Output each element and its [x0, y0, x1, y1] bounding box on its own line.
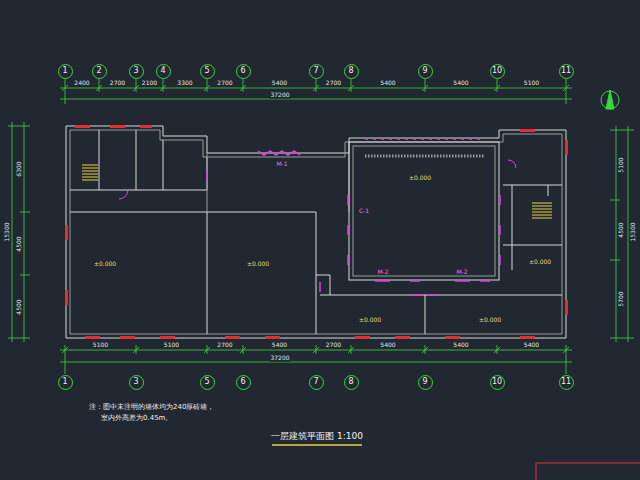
- axis-number: 4: [160, 67, 165, 75]
- dimension: 5400: [271, 80, 288, 87]
- axis-bubble: 3: [129, 375, 144, 390]
- floor-elevation: ±0.000: [358, 317, 382, 324]
- axis-bubble: 11: [559, 375, 574, 390]
- door-code: M-2: [376, 269, 389, 276]
- axis-bubble: 7: [309, 375, 324, 390]
- dimension: 5400: [379, 80, 396, 87]
- dimension-lines: [8, 79, 634, 374]
- dimension: 3300: [176, 80, 193, 87]
- axis-number: 1: [62, 67, 67, 75]
- note-line: 注：图中未注明的墙体均为240厚砖墙，: [88, 404, 215, 412]
- axis-number: 9: [422, 378, 427, 386]
- dimension: 4500: [618, 221, 625, 238]
- stairs: [82, 165, 552, 218]
- axis-number: 6: [240, 67, 245, 75]
- north-arrow: [601, 90, 619, 109]
- dimension: 4500: [16, 298, 23, 315]
- dimension: 4500: [16, 235, 23, 252]
- dimension: 2700: [216, 80, 233, 87]
- axis-bubble: 9: [418, 64, 433, 79]
- dimension: 5100: [92, 342, 109, 349]
- axis-number: 11: [561, 67, 571, 75]
- axis-number: 6: [240, 378, 245, 386]
- axis-bubble: 10: [490, 64, 505, 79]
- walls: [66, 126, 566, 338]
- dimension: 5100: [163, 342, 180, 349]
- axis-number: 8: [348, 67, 353, 75]
- axis-number: 7: [313, 378, 318, 386]
- axis-bubble: 1: [58, 64, 73, 79]
- doors: [119, 139, 516, 295]
- axis-bubble: 4: [156, 64, 171, 79]
- axis-number: 3: [133, 67, 138, 75]
- axis-bubble: 5: [200, 64, 215, 79]
- dimension: 5700: [618, 290, 625, 307]
- dimension: 5400: [271, 342, 288, 349]
- dimension: 2700: [216, 342, 233, 349]
- axis-number: 8: [348, 378, 353, 386]
- axis-number: 10: [492, 67, 502, 75]
- floor-elevation: ±0.000: [478, 317, 502, 324]
- axis-number: 9: [422, 67, 427, 75]
- axis-number: 2: [96, 67, 101, 75]
- axis-bubble: 10: [490, 375, 505, 390]
- dimension: 5100: [523, 80, 540, 87]
- axis-number: 11: [561, 378, 571, 386]
- axis-number: 1: [62, 378, 67, 386]
- dimension: 5400: [452, 80, 469, 87]
- axis-bubble: 11: [559, 64, 574, 79]
- hall-seating-row: [365, 155, 485, 158]
- dimension: 5400: [523, 342, 540, 349]
- dimension: 2400: [73, 80, 90, 87]
- dimension: 15300: [630, 221, 637, 242]
- axis-number: 5: [204, 67, 209, 75]
- dimension: 6300: [16, 160, 23, 177]
- dimension: 2700: [325, 80, 342, 87]
- axis-number: 7: [313, 67, 318, 75]
- axis-bubble: 6: [236, 375, 251, 390]
- axis-number: 3: [133, 378, 138, 386]
- axis-bubble: 9: [418, 375, 433, 390]
- axis-bubble: 8: [344, 64, 359, 79]
- axis-bubble: 2: [92, 64, 107, 79]
- drawing-title: 一层建筑平面图 1:100: [271, 432, 363, 442]
- door-code: M-1: [275, 161, 288, 168]
- floor-elevation: ±0.000: [246, 261, 270, 268]
- axis-bubble: 7: [309, 64, 324, 79]
- axis-number: 5: [204, 378, 209, 386]
- dimension: 2700: [325, 342, 342, 349]
- title-block: [536, 463, 640, 480]
- dimension: 37200: [269, 92, 290, 99]
- dimension: 5400: [452, 342, 469, 349]
- axis-bubble: 3: [129, 64, 144, 79]
- dimension: 15300: [4, 221, 11, 242]
- window-code: C-1: [358, 208, 370, 215]
- dimension: 2700: [109, 80, 126, 87]
- dimension: 2100: [141, 80, 158, 87]
- dimension: 5400: [379, 342, 396, 349]
- axis-bubble: 8: [344, 375, 359, 390]
- dimension: 37200: [269, 355, 290, 362]
- windows: [65, 125, 568, 339]
- axis-bubble: 1: [58, 375, 73, 390]
- note-line: 室内外高差为0.45m。: [100, 415, 173, 423]
- axis-bubble: 6: [236, 64, 251, 79]
- floor-elevation: ±0.000: [93, 261, 117, 268]
- door-code: M-2: [455, 269, 468, 276]
- axis-number: 10: [492, 378, 502, 386]
- title-underline: [272, 444, 362, 446]
- dimension: 5100: [618, 156, 625, 173]
- axis-bubble: 5: [200, 375, 215, 390]
- floor-elevation: ±0.000: [528, 259, 552, 266]
- floor-elevation: ±0.000: [408, 175, 432, 182]
